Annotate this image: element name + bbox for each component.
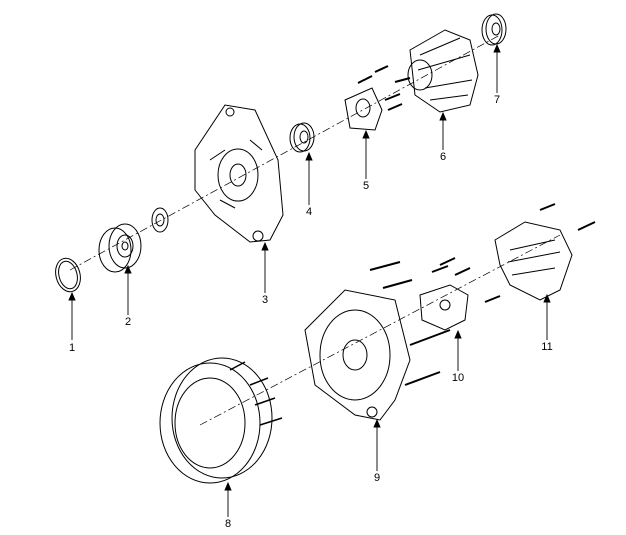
part-8-stator <box>159 357 283 484</box>
axis-lines <box>69 34 561 426</box>
callout-1: 1 <box>68 342 76 354</box>
callout-3: 3 <box>261 294 269 306</box>
part-5-retainer <box>344 65 403 131</box>
part-11-rear-cover <box>494 203 596 301</box>
callout-4: 4 <box>305 206 313 218</box>
part-7-rear-bearing <box>481 13 507 46</box>
part-4-bearing <box>289 122 315 153</box>
callout-2: 2 <box>124 316 132 328</box>
part-1-cap <box>55 257 81 293</box>
callout-11: 11 <box>541 341 553 353</box>
spacer <box>151 207 169 233</box>
part-3-front-bracket <box>194 104 284 243</box>
callout-9: 9 <box>373 472 381 484</box>
callout-6: 6 <box>439 151 447 163</box>
part-6-rotor <box>394 29 479 113</box>
callout-10: 10 <box>451 372 465 384</box>
callout-8: 8 <box>224 518 232 530</box>
callout-7: 7 <box>493 94 501 106</box>
part-10-brush-holder <box>419 257 501 331</box>
callout-arrows <box>68 43 551 517</box>
part-9-rear-bracket <box>304 261 451 421</box>
callout-5: 5 <box>362 180 370 192</box>
part-2-pulley <box>98 223 142 273</box>
